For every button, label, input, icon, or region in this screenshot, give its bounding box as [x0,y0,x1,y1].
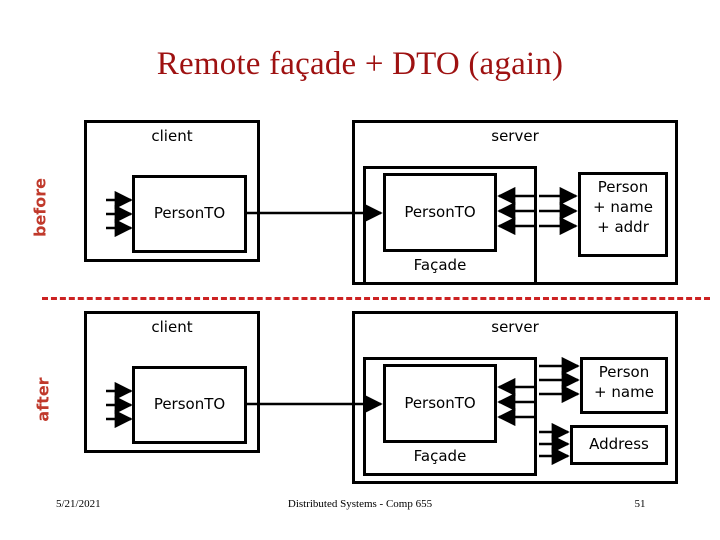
after-address-line-0: Address [589,435,649,454]
before-facade-personto-label: PersonTO [404,202,476,221]
after-person-domain-box: Person + name [580,357,668,414]
after-server-zone-title: server [491,318,539,336]
section-divider [42,297,710,300]
page-title: Remote façade + DTO (again) [156,46,564,82]
before-client-personto-box: PersonTO [132,175,247,253]
before-person-line-2: + addr [597,217,649,236]
section-label-after: after [33,377,53,422]
after-person-line-0: Person [598,363,650,381]
before-facade-personto-box: PersonTO [383,173,497,252]
after-client-personto-box: PersonTO [132,366,247,444]
after-facade-personto-box: PersonTO [383,364,497,443]
after-client-personto-label: PersonTO [153,395,226,414]
after-person-line-1: + name [594,382,654,401]
after-address-domain-box: Address [570,425,668,465]
before-client-zone-title: client [151,127,193,145]
after-facade-personto-label: PersonTO [404,393,476,412]
footer-course: Distributed Systems - Comp 655 [287,498,433,510]
after-facade-caption: Façade [413,447,467,465]
before-facade-caption: Façade [413,256,467,274]
after-client-zone-title: client [151,318,193,336]
before-person-line-1: + name [593,197,653,216]
before-person-domain-box: Person + name + addr [578,172,668,257]
after-client-zone [84,311,260,453]
before-server-zone-title: server [491,127,539,145]
footer-date: 5/21/2021 [56,498,101,510]
after-server-zone [352,311,678,484]
before-client-personto-label: PersonTO [153,204,226,223]
section-label-before: before [30,178,50,237]
footer-page-number: 51 [634,498,646,510]
before-person-line-0: Person [597,178,649,196]
before-client-zone [84,120,260,262]
